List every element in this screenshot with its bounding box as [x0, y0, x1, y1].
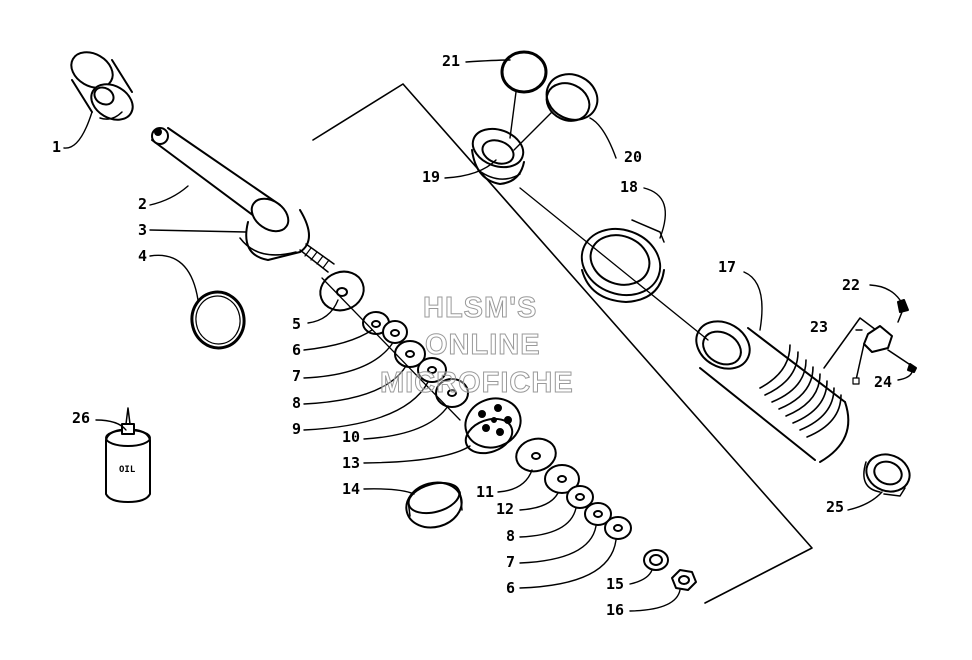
part-2-shaft: [151, 127, 281, 223]
callout-26: 26: [72, 409, 91, 427]
part-23-adjuster: [823, 317, 893, 385]
part-6-washer-lower: [604, 516, 632, 540]
callout-2: 2: [138, 195, 148, 213]
part-4-o-ring: [190, 290, 246, 350]
callout-1: 1: [52, 138, 62, 156]
callout-4: 4: [138, 247, 148, 265]
part-3-seal-head: [239, 197, 335, 273]
callout-3: 3: [138, 221, 148, 239]
part-14-piston-ring: [405, 481, 463, 529]
part-8-washer-lower: [566, 485, 594, 509]
callout-22: 22: [842, 276, 861, 294]
callout-5: 5: [292, 315, 302, 333]
callout-6-upper: 6: [292, 341, 302, 359]
callout-13: 13: [342, 454, 361, 472]
part-13-piston: [464, 397, 522, 455]
part-10-washer: [435, 378, 469, 408]
part-22-screw: [897, 299, 909, 323]
callout-12: 12: [496, 500, 515, 518]
callout-25: 25: [826, 498, 845, 516]
callout-24: 24: [874, 373, 893, 391]
watermark-line-2: ONLINE: [425, 329, 541, 361]
callout-16: 16: [606, 601, 625, 619]
part-19-reservoir-cap: [471, 127, 525, 185]
part-7-washer-lower: [584, 502, 612, 526]
center-axis-line: [321, 187, 709, 421]
oil-bottle-label: OIL: [119, 465, 136, 475]
part-12-washer: [544, 464, 580, 494]
watermark-line-1: HLSM'S: [422, 292, 538, 324]
callout-8-lower: 8: [506, 527, 516, 545]
part-11-washer: [515, 437, 557, 473]
callout-14: 14: [342, 480, 361, 498]
callout-8-upper: 8: [292, 394, 302, 412]
callout-19: 19: [422, 168, 441, 186]
callout-6-lower: 6: [506, 579, 516, 597]
callout-20: 20: [624, 148, 643, 166]
callout-21: 21: [442, 52, 461, 70]
callout-10: 10: [342, 428, 361, 446]
callout-11: 11: [476, 483, 495, 501]
callout-7-lower: 7: [506, 553, 516, 571]
callout-17: 17: [718, 258, 737, 276]
part-17-shock-body: [695, 320, 850, 463]
part-18-body-cap: [580, 219, 665, 303]
part-6-washer-upper: [362, 311, 390, 335]
part-5-washer: [319, 270, 365, 312]
callout-9: 9: [292, 420, 302, 438]
part-25-end-bushing: [863, 453, 911, 497]
part-1-eye-bushing: [70, 51, 134, 121]
part-9-washer: [417, 357, 447, 383]
part-21-o-ring: [500, 50, 548, 94]
leader-lines: [63, 59, 913, 612]
callout-7-upper: 7: [292, 367, 302, 385]
callout-15: 15: [606, 575, 625, 593]
callout-18: 18: [620, 178, 639, 196]
watermark-line-3: MICROFICHE: [380, 367, 574, 399]
part-7-washer-upper: [382, 320, 408, 344]
part-24-pin: [887, 349, 917, 373]
part-26-oil-bottle: [105, 407, 151, 503]
callout-23: 23: [810, 318, 829, 336]
part-16-nut: [671, 569, 697, 591]
part-15-spacer: [643, 549, 669, 571]
subassembly-bracket: [312, 83, 813, 604]
part-20-ring: [545, 73, 599, 122]
